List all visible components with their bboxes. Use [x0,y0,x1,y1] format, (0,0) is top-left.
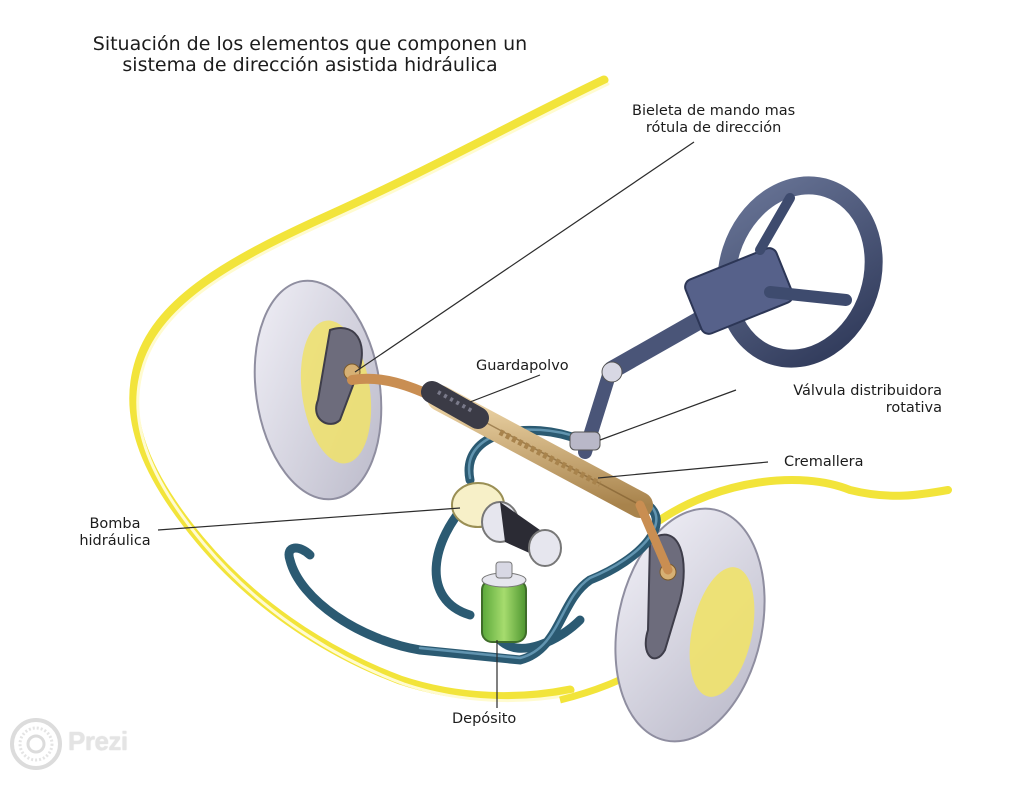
left-front-wheel [253,279,383,501]
car-body-outline [129,75,952,704]
label-deposito-text: Depósito [452,711,517,727]
hydraulic-pump [451,482,562,567]
leader-cremallera [597,461,769,479]
label-valvula-line-1: Válvula distribuidora [793,383,942,399]
label-bomba-line-1: Bomba [89,516,141,532]
label-bieleta-line-2: rótula de dirección [645,120,782,136]
label-cremallera-text: Cremallera [784,454,864,470]
label-deposito: Depósito [452,711,516,728]
label-guardapolvo-text: Guardapolvo [476,358,569,374]
steering-wheel [684,176,883,368]
title-line-2: sistema de dirección asistida hidráulica [122,54,498,76]
label-bomba: Bomba hidráulica [70,516,160,550]
label-bieleta-line-1: Bieleta de mando mas [632,103,796,119]
prezi-watermark-text: Prezi [68,726,128,756]
leader-lines [157,141,769,708]
label-cremallera: Cremallera [784,454,864,471]
prezi-logo-icon [10,718,62,770]
label-guardapolvo: Guardapolvo [476,358,569,375]
label-valvula: Válvula distribuidora rotativa [752,383,942,417]
steering-column [569,311,709,459]
leader-bomba [157,507,461,531]
leader-bieleta [354,141,695,373]
label-bieleta: Bieleta de mando mas rótula de dirección [632,103,795,137]
diagram-title: Situación de los elementos que componen … [60,34,560,76]
title-line-1: Situación de los elementos que componen … [92,33,528,55]
fluid-reservoir [481,561,527,643]
label-bomba-line-2: hidráulica [79,533,151,549]
label-valvula-line-2: rotativa [885,400,942,416]
leader-guardapolvo [469,374,541,403]
leader-valvula [599,389,737,441]
dust-boot [421,381,489,429]
right-front-wheel [614,507,766,743]
